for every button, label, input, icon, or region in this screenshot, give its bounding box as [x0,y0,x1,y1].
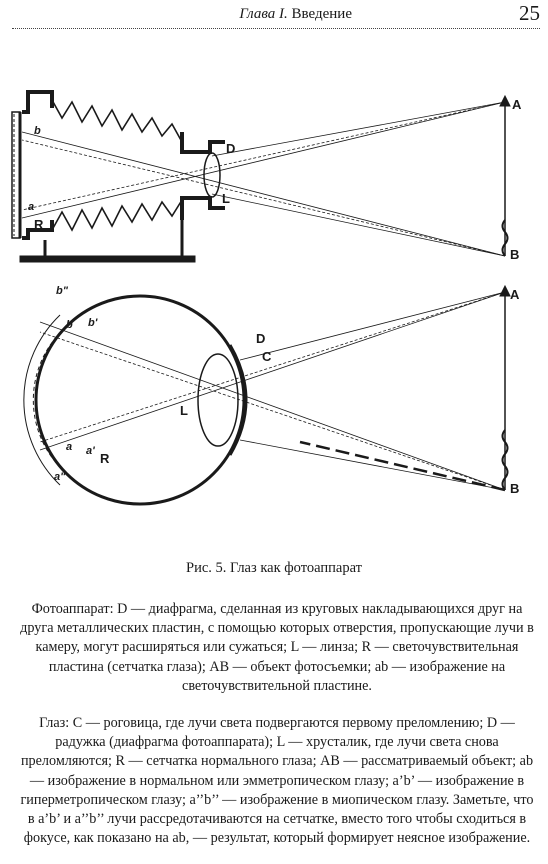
label-a-bottom: a [66,441,73,453]
header-rule [12,28,540,29]
label-b1-bottom: b' [88,317,98,329]
myopic-arc [23,314,61,486]
hyperopic-arc [32,321,73,479]
bellows-top [51,99,183,143]
ray-a3 [211,101,506,157]
ray-a2 [21,101,506,211]
label-D-top: D [226,141,236,156]
arrowhead-bottom [499,284,511,297]
section-title: Введение [291,6,352,22]
ray-b1 [21,131,506,257]
camera-back-bottom [22,220,54,240]
figure-caption: Рис. 5. Глаз как фотоаппарат [186,560,362,576]
ray-a1 [21,101,506,219]
eye-ray-b1 [39,321,506,491]
label-L-top: L [222,191,230,206]
label-a2-bottom: a" [54,471,66,483]
arrow-tail-top [501,219,509,257]
eyeball [34,294,246,506]
ray-b3 [211,193,506,257]
label-B-bottom: B [510,481,520,496]
camera-diagram [11,90,511,263]
arrow-tail-bottom [501,429,509,491]
label-b-bottom: b [66,319,73,331]
running-head: Глава I. Введение [239,6,352,23]
arrowhead-top [499,94,511,107]
eye-lens [197,353,239,447]
label-D-bottom: D [256,331,266,346]
label-b-top: b [34,125,41,137]
lens-housing-top [180,132,225,154]
camera-base [19,255,196,263]
label-a1-bottom: a' [86,445,95,457]
paragraph-eye: Глаз: C — роговица, где лучи света подве… [20,715,534,847]
camera-back-top [22,90,54,114]
chapter-label: Глава I. [239,6,288,22]
lens-housing-bottom [180,196,225,220]
label-a-top: a [28,201,35,213]
label-b2-bottom: b" [56,285,68,297]
eye-ray-a1 [39,291,506,451]
page-number: 25 [519,1,540,25]
camera-lens [203,152,221,198]
ray-b2 [21,139,506,257]
eye-diagram [23,284,511,506]
figure-eye-camera: A B D L R a b A B D C L R a b b' b" a' a… [0,70,548,515]
label-C-bottom: C [262,349,272,364]
label-L-bottom: L [180,403,188,418]
label-R-top: R [34,217,44,232]
label-B-top: B [510,247,520,262]
label-A-bottom: A [510,287,520,302]
page-header: Глава I. Введение 25 [12,0,540,29]
label-R-bottom: R [100,451,110,466]
figure-diagram [11,90,511,506]
label-A-top: A [512,97,522,112]
paragraph-camera: Фотоаппарат: D — диафрагма, сделанная из… [20,601,534,694]
eye-ray-a2 [39,291,506,443]
bellows-bottom [51,199,183,232]
eye-ray-a3 [239,291,506,361]
eye-ray-b3 [239,439,506,491]
cornea [228,344,248,456]
eye-ray-b2 [39,331,506,491]
eye-ray-bold [299,440,506,492]
